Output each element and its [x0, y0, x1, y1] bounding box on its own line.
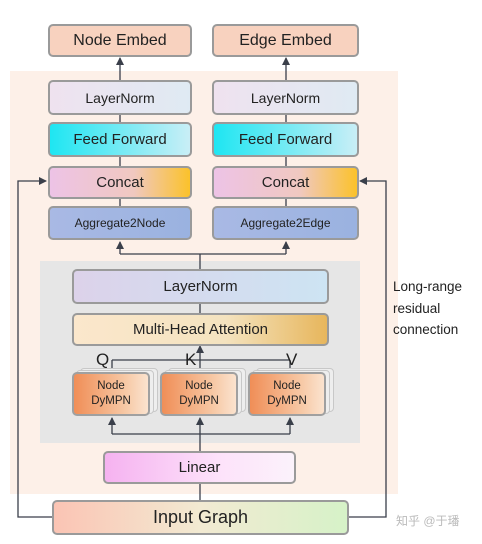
residual-note-line3: connection: [393, 322, 459, 337]
aggregate-to-node-box: Aggregate2Node: [48, 206, 192, 240]
edge-feed-forward-box: Feed Forward: [212, 122, 359, 157]
input-graph-box: Input Graph: [52, 500, 349, 535]
edge-embed-box: Edge Embed: [212, 24, 359, 57]
node-dympn-3-line1: Node: [273, 380, 301, 392]
node-dympn-1-line1: Node: [97, 380, 125, 392]
watermark: 知乎 @于璠: [396, 514, 460, 528]
residual-note-line1: Long-range: [393, 279, 463, 294]
node-dympn-3: Node DyMPN: [248, 372, 326, 416]
node-dympn-2-line1: Node: [185, 380, 213, 392]
residual-note-line2: residual: [393, 300, 441, 316]
k-label: K: [185, 350, 197, 369]
node-feed-forward-box: Feed Forward: [48, 122, 192, 157]
edge-layernorm-box: LayerNorm: [212, 80, 359, 115]
q-label: Q: [96, 350, 110, 369]
residual-right: [349, 177, 387, 518]
node-dympn-2: Node DyMPN: [160, 372, 238, 416]
node-dympn-2-line2: DyMPN: [179, 395, 219, 407]
node-layernorm-box: LayerNorm: [48, 80, 192, 115]
node-embed-box: Node Embed: [48, 24, 192, 57]
multi-head-attention-box: Multi-Head Attention: [72, 313, 329, 346]
attention-layernorm-box: LayerNorm: [72, 269, 329, 304]
node-concat-box: Concat: [48, 166, 192, 199]
residual-left: [17, 177, 52, 518]
node-dympn-3-line2: DyMPN: [267, 395, 307, 407]
edge-concat-box: Concat: [212, 166, 359, 199]
node-dympn-1-line2: DyMPN: [91, 395, 131, 407]
linear-box: Linear: [103, 451, 296, 484]
v-label: V: [286, 350, 298, 369]
residual-connection-note: Long-range residual connection: [393, 276, 462, 341]
aggregate-to-edge-box: Aggregate2Edge: [212, 206, 359, 240]
node-dympn-1: Node DyMPN: [72, 372, 150, 416]
